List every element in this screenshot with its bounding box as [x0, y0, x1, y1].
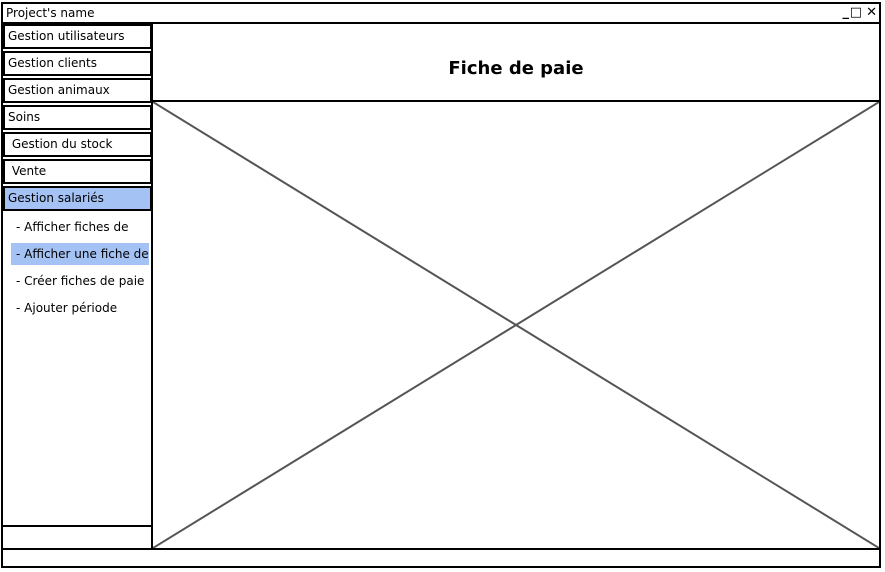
subitem-afficher-fiches[interactable]: - Afficher fiches de: [16, 220, 129, 234]
close-icon[interactable]: ✕: [866, 5, 877, 20]
sidebar-item-gestion-animaux[interactable]: Gestion animaux: [3, 78, 152, 103]
sidebar-item-gestion-utilisateurs[interactable]: Gestion utilisateurs: [3, 24, 152, 49]
window-title: Project's name: [6, 6, 95, 20]
placeholder-diagonal-2: [152, 101, 880, 549]
title-bar: Project's name _ □ ✕: [3, 4, 879, 24]
status-bar: [3, 548, 879, 566]
sidebar-item-gestion-clients[interactable]: Gestion clients: [3, 51, 152, 76]
image-placeholder: [152, 101, 880, 549]
page-header: Fiche de paie: [153, 24, 879, 102]
subitem-ajouter-periode[interactable]: - Ajouter période: [16, 301, 118, 315]
sidebar-item-vente[interactable]: Vente: [3, 159, 152, 184]
page-title: Fiche de paie: [448, 58, 584, 79]
subitem-afficher-une-fiche[interactable]: - Afficher une fiche de: [11, 243, 149, 265]
maximize-icon[interactable]: □: [849, 5, 862, 20]
sidebar-footer: [3, 525, 152, 548]
sidebar-item-gestion-du-stock[interactable]: Gestion du stock: [3, 132, 152, 157]
sidebar-item-gestion-salaries[interactable]: Gestion salariés: [3, 186, 152, 211]
sidebar-item-soins[interactable]: Soins: [3, 105, 152, 130]
minimize-icon[interactable]: _: [842, 5, 850, 20]
sidebar: Gestion utilisateurs Gestion clients Ges…: [3, 24, 153, 548]
content-area: [152, 101, 880, 549]
subitem-creer-fiches-de-paie[interactable]: - Créer fiches de paie: [16, 274, 145, 288]
